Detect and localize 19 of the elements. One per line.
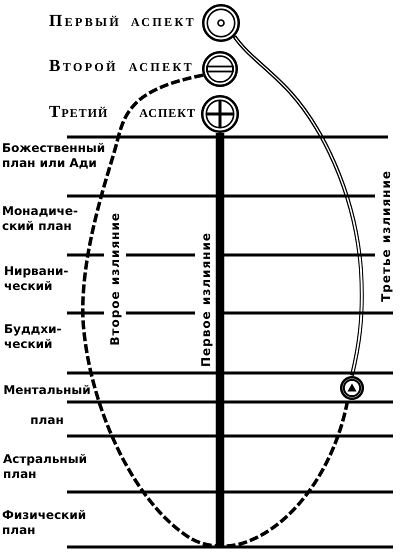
plane-label: Астральный план (3, 452, 88, 482)
circle-bar-symbol (200, 49, 240, 89)
plane-label: Нирвани-ческий (4, 264, 70, 294)
plane-label: Монадиче-ский план (2, 204, 80, 234)
aspect-label: Первый аспект (49, 13, 196, 29)
circle-cross-symbol (199, 93, 241, 135)
edge-label: Третье излияние (379, 170, 393, 302)
plane-label: Божественный план или Ади (2, 141, 106, 171)
thick-line (216, 133, 224, 546)
edge-label: Первое излияние (199, 232, 213, 368)
edge-label: Второе излияние (108, 212, 122, 346)
aspect-label: Второй аспект (49, 58, 194, 74)
dashed-curve (81, 73, 350, 548)
double-line-curve (232, 35, 364, 376)
plane-label: Физический план (2, 508, 88, 538)
plane-label: Ментальный план (2, 382, 92, 429)
aspect-label: Третий аспект (49, 104, 196, 120)
circle-dot-symbol (200, 2, 242, 44)
plane-label: Буддхи-ческий (4, 322, 62, 352)
